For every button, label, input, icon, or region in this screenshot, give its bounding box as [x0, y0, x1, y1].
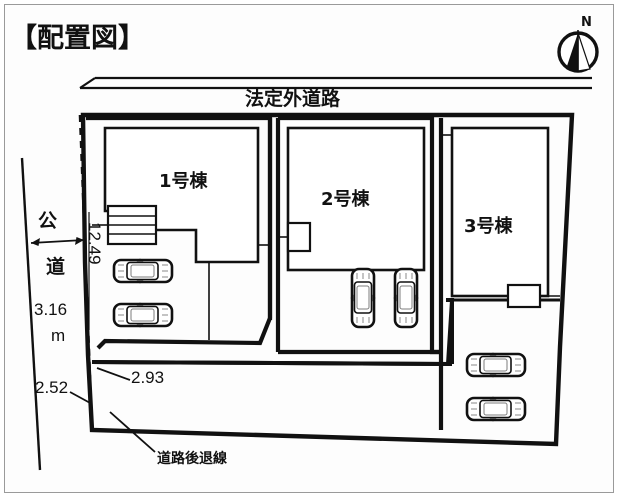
north-compass — [557, 30, 599, 73]
lot-2-boundary — [275, 115, 443, 355]
compass-north-label: N — [581, 15, 592, 30]
public-road-kanji-do: 道 — [46, 256, 66, 278]
public-road-width-unit: m — [51, 326, 66, 345]
site-boundary-outline — [80, 112, 575, 447]
dim-12-49-label: 12.49 — [85, 222, 104, 265]
public-road-kanji-ko: 公 — [38, 210, 58, 232]
building-1-footprint — [92, 126, 270, 264]
top-road-label: 法定外道路 — [245, 88, 341, 110]
parking-lot-3-cars — [465, 351, 527, 423]
building-3-footprint — [441, 126, 560, 309]
dim-2-93-label: 2.93 — [131, 368, 165, 387]
dim-2-52-label: 2.52 — [35, 378, 69, 397]
setback-leader-line — [109, 411, 156, 453]
building-2-footprint — [278, 126, 426, 272]
road-setback-label: 道路後退線 — [157, 451, 227, 467]
parking-lot-1-cars — [112, 257, 174, 329]
building-2-label: 2号棟 — [321, 189, 370, 210]
public-road-left — [20, 157, 85, 471]
building-3-label: 3号棟 — [464, 216, 513, 237]
top-road-strip — [79, 76, 592, 90]
lot-1-boundary — [86, 115, 273, 350]
building-1-label: 1号棟 — [159, 171, 208, 192]
page-title: 【配置図】 — [10, 23, 145, 54]
interior-division-lines — [91, 252, 560, 367]
public-road-width-value: 3.16 — [34, 300, 68, 319]
parking-lot-2-cars — [349, 267, 420, 329]
dim-2-52-leader — [69, 391, 93, 405]
dim-2-93-leader — [96, 367, 131, 381]
